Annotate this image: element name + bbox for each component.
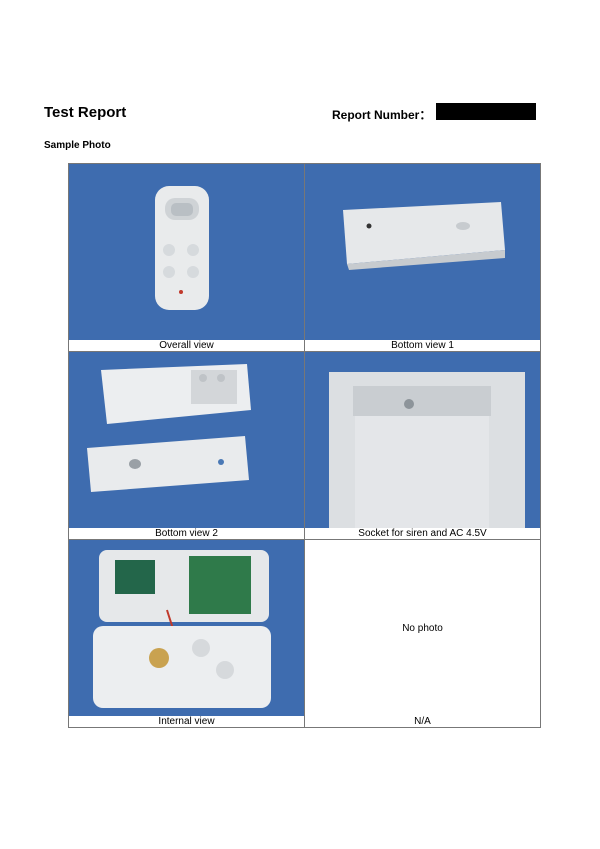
report-number-label: Report Number：: [332, 108, 432, 122]
photo-cell-overall: Overall view: [68, 163, 305, 352]
no-photo-placeholder: No photo: [305, 540, 540, 716]
photo-caption: Overall view: [69, 340, 304, 351]
bottom-view-2-photo: [69, 352, 304, 528]
photo-cell-bottom-1: Bottom view 1: [304, 163, 541, 352]
photo-caption: Bottom view 1: [305, 340, 540, 351]
socket-photo: [305, 352, 540, 528]
sample-photo-table: Overall view Bottom view 1: [68, 163, 541, 728]
section-label: Sample Photo: [44, 140, 111, 151]
overall-view-photo: [69, 164, 304, 340]
photo-caption: Internal view: [69, 716, 304, 727]
photo-caption: Socket for siren and AC 4.5V: [305, 528, 540, 539]
photo-cell-internal: Internal view: [68, 539, 305, 728]
photo-caption: Bottom view 2: [69, 528, 304, 539]
internal-view-photo: [69, 540, 304, 716]
photo-cell-socket: Socket for siren and AC 4.5V: [304, 351, 541, 540]
photo-cell-na: No photo N/A: [304, 539, 541, 728]
photo-caption: N/A: [305, 716, 540, 727]
report-title: Test Report: [44, 104, 127, 121]
redacted-report-number: [436, 103, 536, 120]
photo-cell-bottom-2: Bottom view 2: [68, 351, 305, 540]
bottom-view-1-photo: [305, 164, 540, 340]
